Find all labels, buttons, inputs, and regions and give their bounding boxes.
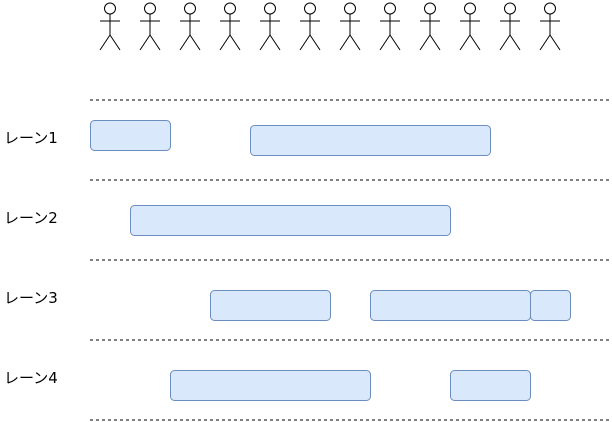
stick-figure-icon — [299, 2, 321, 51]
stick-figure-icon — [339, 2, 361, 51]
lane-1-block-2[interactable] — [250, 125, 491, 156]
stick-figure-icon — [99, 2, 121, 51]
stick-figure-icon — [259, 2, 281, 51]
stick-figure-icon — [539, 2, 561, 51]
lane-1-block-1[interactable] — [90, 120, 171, 151]
lane-label-2: レーン2 — [4, 209, 58, 227]
lane-2-block-1[interactable] — [130, 205, 451, 236]
actor-row — [99, 2, 561, 51]
stick-figure-icon — [219, 2, 241, 51]
lane-3-block-3[interactable] — [530, 290, 571, 321]
stick-figure-icon — [419, 2, 441, 51]
lane-3-block-1[interactable] — [210, 290, 331, 321]
stick-figure-icon — [179, 2, 201, 51]
lane-label-1: レーン1 — [4, 129, 58, 147]
stick-figure-icon — [499, 2, 521, 51]
lane-label-4: レーン4 — [4, 369, 58, 387]
lane-3-block-2[interactable] — [370, 290, 531, 321]
stick-figure-icon — [459, 2, 481, 51]
lane-blocks — [90, 120, 571, 401]
lane-dividers — [90, 99, 610, 421]
lane-4-block-1[interactable] — [170, 370, 371, 401]
lane-label-3: レーン3 — [4, 289, 58, 307]
stick-figure-icon — [139, 2, 161, 51]
stick-figure-icon — [379, 2, 401, 51]
lane-4-block-2[interactable] — [450, 370, 531, 401]
